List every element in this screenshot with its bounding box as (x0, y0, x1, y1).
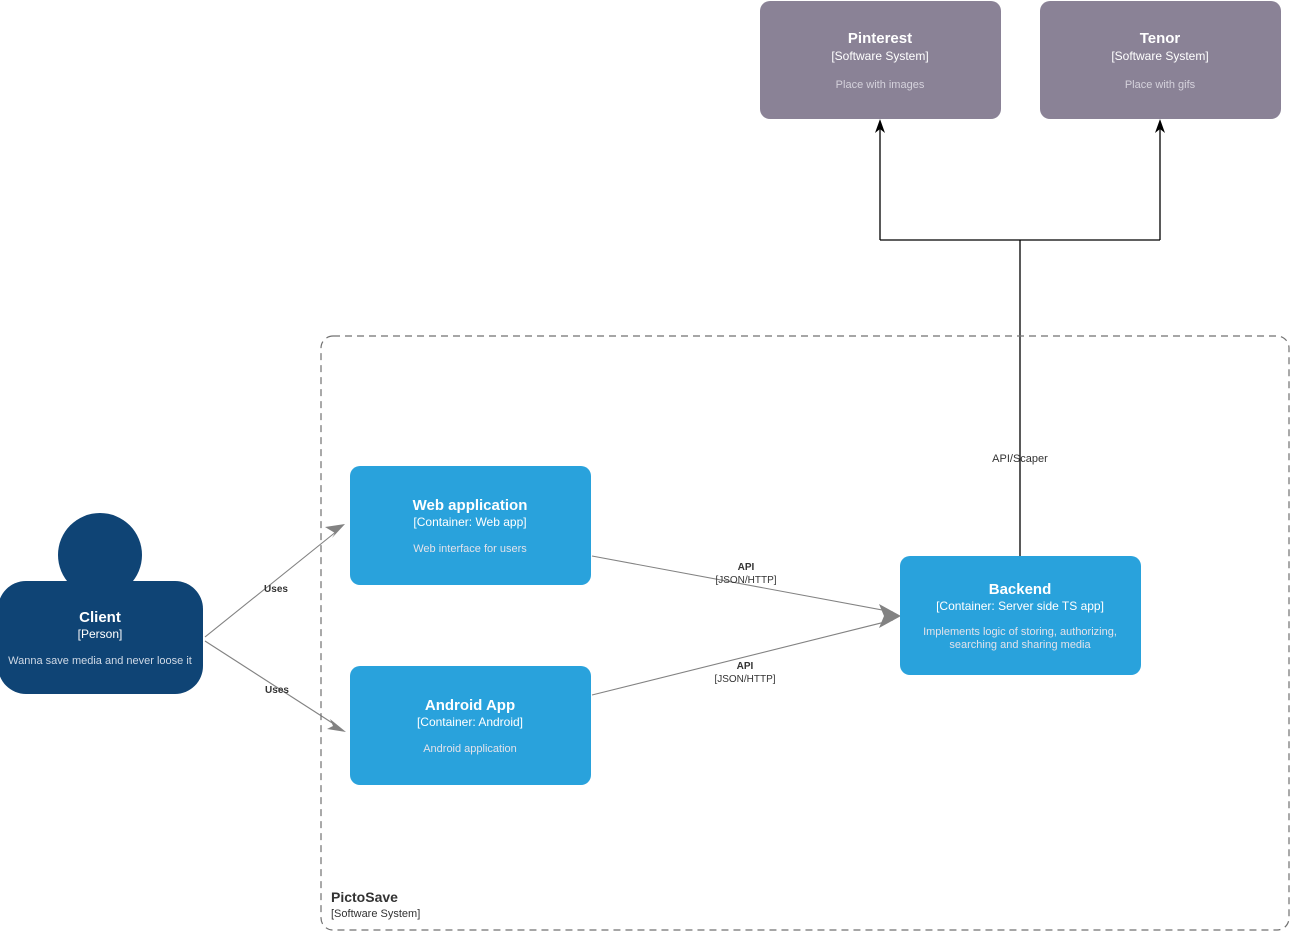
node-tenor-type: [Software System] (1111, 49, 1208, 63)
node-android-app-shape (350, 666, 591, 785)
edge-label-api-android: API (737, 661, 754, 672)
node-pinterest-shape (760, 1, 1001, 119)
node-android-app-description: Android application (423, 743, 517, 755)
node-pinterest-description: Place with images (836, 79, 925, 91)
node-client-description: Wanna save media and never loose it (8, 655, 192, 667)
node-backend[interactable]: Backend [Container: Server side TS app] … (900, 556, 1141, 675)
client-head-shape (58, 513, 142, 597)
arrowhead-into-backend (879, 604, 901, 628)
arrowhead-to-tenor (1155, 119, 1165, 133)
boundary-pictosave-title: PictoSave (331, 889, 398, 905)
edge-android-to-backend-path (591, 619, 894, 696)
node-client-title: Client (79, 609, 121, 626)
node-pinterest-type: [Software System] (831, 49, 928, 63)
edge-client-to-web[interactable]: Uses (204, 524, 345, 638)
edge-label-uses-android: Uses (265, 685, 289, 696)
node-tenor-shape (1040, 1, 1281, 119)
boundary-pictosave: PictoSave [Software System] (320, 335, 1290, 931)
node-backend-shape (900, 556, 1141, 675)
node-android-app-title: Android App (425, 697, 515, 714)
edge-android-to-backend[interactable]: API [JSON/HTTP] (591, 619, 894, 696)
boundary-pictosave-rect (320, 335, 1290, 931)
node-web-application[interactable]: Web application [Container: Web app] Web… (350, 466, 591, 585)
node-backend-description-line1: Implements logic of storing, authorizing… (923, 626, 1117, 638)
node-web-application-title: Web application (413, 497, 528, 514)
node-web-application-description: Web interface for users (413, 543, 527, 555)
edge-label-uses-web: Uses (264, 584, 288, 595)
node-backend-type: [Container: Server side TS app] (936, 599, 1104, 613)
node-backend-title: Backend (989, 581, 1052, 598)
node-pinterest-title: Pinterest (848, 30, 912, 47)
node-android-app-type: [Container: Android] (417, 715, 523, 729)
edge-sublabel-tech-web: [JSON/HTTP] (715, 575, 776, 586)
node-tenor[interactable]: Tenor [Software System] Place with gifs (1040, 1, 1281, 119)
edge-client-to-android-path (204, 640, 338, 727)
node-tenor-description: Place with gifs (1125, 79, 1196, 91)
edge-client-to-web-path (204, 530, 338, 638)
edge-sublabel-tech-android: [JSON/HTTP] (714, 674, 775, 685)
arrowhead-client-to-android (327, 719, 346, 732)
edge-web-to-backend[interactable]: API [JSON/HTTP] (591, 555, 894, 613)
edge-label-api-scaper: API/Scaper (992, 453, 1048, 465)
arrowhead-client-to-web (325, 524, 345, 538)
client-body-shape (0, 581, 203, 694)
node-client[interactable]: Client [Person] Wanna save media and nev… (0, 513, 203, 694)
node-android-app[interactable]: Android App [Container: Android] Android… (350, 666, 591, 785)
node-web-application-shape (350, 466, 591, 585)
node-client-type: [Person] (78, 627, 123, 641)
edge-backend-to-externals-path (879, 128, 1161, 556)
arrowhead-to-pinterest (875, 119, 885, 133)
node-web-application-type: [Container: Web app] (413, 515, 526, 529)
edge-backend-to-externals[interactable]: API/Scaper (875, 119, 1165, 556)
edge-label-api-web: API (738, 562, 755, 573)
edge-web-to-backend-path (591, 555, 894, 613)
node-tenor-title: Tenor (1140, 30, 1181, 47)
node-pinterest[interactable]: Pinterest [Software System] Place with i… (760, 1, 1001, 119)
boundary-pictosave-type: [Software System] (331, 908, 420, 920)
edge-client-to-android[interactable]: Uses (204, 640, 346, 732)
node-backend-description-line2: searching and sharing media (949, 639, 1091, 651)
